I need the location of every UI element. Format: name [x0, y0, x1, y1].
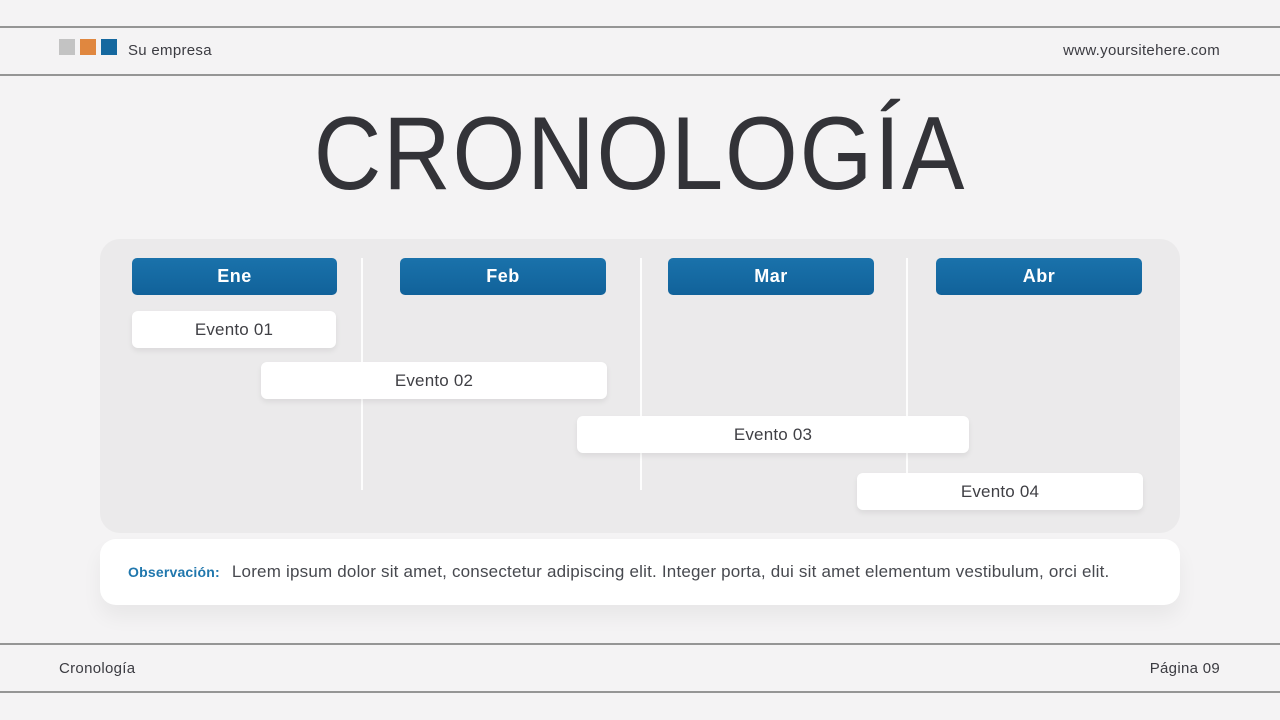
timeline-event-02[interactable]: Evento 02 [261, 362, 607, 399]
header-bottom-divider [0, 74, 1280, 76]
timeline-event-04[interactable]: Evento 04 [857, 473, 1143, 510]
timeline-event-03[interactable]: Evento 03 [577, 416, 969, 453]
logo-square-gray [59, 39, 75, 55]
timeline-grid-line [640, 258, 642, 490]
month-header-ene[interactable]: Ene [132, 258, 337, 295]
footer-bottom-divider [0, 691, 1280, 693]
logo-square-blue [101, 39, 117, 55]
footer-slide-name: Cronología [59, 660, 136, 677]
page-title: CRONOLOGÍA [313, 96, 967, 212]
month-header-feb[interactable]: Feb [400, 258, 606, 295]
footer-top-divider [0, 643, 1280, 645]
timeline-event-01[interactable]: Evento 01 [132, 311, 336, 348]
timeline-grid-line [906, 258, 908, 490]
company-name: Su empresa [128, 42, 212, 59]
observation-label: Observación: [128, 564, 220, 580]
month-header-abr[interactable]: Abr [936, 258, 1142, 295]
footer-page-number: Página 09 [1149, 660, 1220, 677]
header-top-divider [0, 26, 1280, 28]
observation-text: Lorem ipsum dolor sit amet, consectetur … [231, 562, 1110, 581]
website-link[interactable]: www.yoursitehere.com [1063, 42, 1220, 59]
month-header-mar[interactable]: Mar [668, 258, 874, 295]
logo-square-orange [80, 39, 96, 55]
observation-box: Observación: Lorem ipsum dolor sit amet,… [100, 539, 1180, 605]
